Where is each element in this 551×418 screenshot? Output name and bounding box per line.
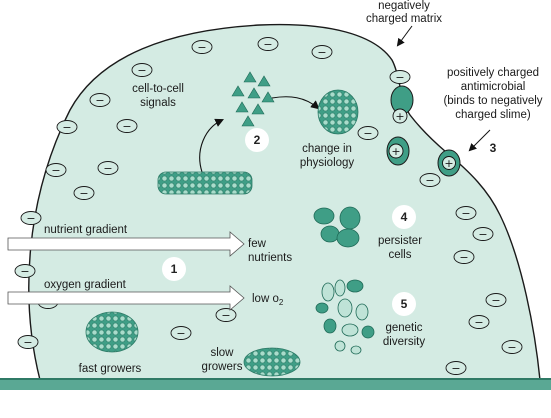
matrix-label-line1: negatively [378,0,430,12]
negative-charge-symbol: − [122,120,131,133]
negative-charge-symbol: − [395,71,404,84]
svg-text:4: 4 [401,210,408,224]
svg-text:+: + [395,110,404,123]
negative-charge-mark [311,45,333,59]
svg-text:low o2: low o2 [252,293,284,307]
negative-charge-mark [485,293,507,307]
negative-charge-symbol: − [363,127,372,140]
svg-text:+: + [444,157,453,170]
negative-charge-mark [17,335,39,349]
svg-text:2: 2 [254,133,261,147]
negative-charge-mark [257,37,279,51]
negative-charge-symbol: − [491,294,500,307]
persister-cells [313,206,361,248]
negative-charge-symbol: − [62,121,71,134]
negative-charge-symbol: − [20,265,29,278]
negative-charge-symbol: − [478,228,487,241]
negative-charge-mark [73,186,95,200]
negative-charge-mark [455,206,477,220]
negative-charge-mark [191,40,213,54]
matrix-label-line2: charged matrix [366,13,442,25]
negative-charge-mark [472,227,494,241]
negative-charge-mark [170,326,192,340]
svg-text:nutrients: nutrients [248,252,292,264]
svg-text:few: few [248,238,267,250]
matrix-pointer [396,25,413,47]
svg-text:3: 3 [490,141,497,155]
svg-text:1: 1 [171,262,178,276]
negative-charge-symbol: − [263,38,272,51]
negative-charge-mark [419,173,441,187]
signal-arrow [199,118,224,173]
colony-strip [157,171,253,195]
negative-charge-symbol: − [461,207,470,220]
negative-charge-mark [215,308,237,322]
physiology-arrow [271,96,320,110]
svg-text:oxygen gradient: oxygen gradient [44,279,127,291]
negative-charge-symbol: − [26,212,35,225]
negative-charge-symbol: − [197,41,206,54]
negative-charge-mark [501,340,523,354]
svg-text:genetic: genetic [385,322,422,334]
svg-text:physiology: physiology [300,157,355,169]
negative-charge-symbol: − [507,341,516,354]
svg-text:growers: growers [202,361,243,373]
negative-charge-mark [56,120,78,134]
negative-charge-symbol: − [23,336,32,349]
svg-text:cell-to-cell: cell-to-cell [132,83,184,95]
negative-charge-mark [45,163,67,177]
negative-charge-mark [445,361,467,375]
negative-charge-symbol: − [176,327,185,340]
negative-charge-symbol: − [451,362,460,375]
negative-charge-symbol: − [95,94,104,107]
svg-text:positively charged: positively charged [447,67,539,79]
svg-text:slow: slow [210,347,234,359]
svg-text:change in: change in [302,143,352,155]
fast-grower-colony [85,311,139,353]
negative-charge-symbol: − [459,251,468,264]
physiology-cluster [317,89,359,135]
negative-charge-mark [14,264,36,278]
svg-text:persister: persister [378,235,422,247]
svg-text:cells: cells [388,249,411,261]
oxygen-gradient-arrow [7,285,245,311]
negative-charge-mark [453,250,475,264]
nutrient-gradient-arrow [7,231,245,257]
svg-text:5: 5 [401,297,408,311]
genetic-diversity-cells [315,279,375,355]
negative-charge-symbol: − [103,162,112,175]
svg-text:fast growers: fast growers [79,363,142,375]
svg-text:+: + [391,145,400,158]
antimicrobial-pointer [468,129,491,152]
negative-charge-mark [20,211,42,225]
svg-text:nutrient gradient: nutrient gradient [44,224,128,236]
negative-charge-mark [116,119,138,133]
negative-charge-symbol: − [474,316,483,329]
svg-text:(binds to negatively: (binds to negatively [443,95,542,107]
negative-charge-mark [357,126,379,140]
negative-charge-symbol: − [221,309,230,322]
slow-grower-colony [243,347,301,377]
negative-charge-symbol: − [51,164,60,177]
negative-charge-symbol: − [79,187,88,200]
labels: negatively charged matrix positively cha… [44,0,543,375]
number-badges: 2 1 4 5 3 [162,128,497,316]
svg-text:diversity: diversity [383,336,425,348]
svg-text:signals: signals [140,97,176,109]
svg-text:antimicrobial: antimicrobial [461,81,526,93]
negative-charge-mark [89,93,111,107]
negative-charge-mark [468,315,490,329]
antimicrobial-positive-charges: + + + [388,108,456,170]
signal-molecules [231,71,275,127]
negative-charge-symbol: − [137,64,146,77]
negative-charge-mark [389,70,411,84]
negative-charge-mark [97,161,119,175]
svg-text:charged slime): charged slime) [455,109,531,121]
negative-charge-symbol: − [425,174,434,187]
negative-charge-symbol: − [317,46,326,59]
negative-charge-mark [131,63,153,77]
substrate-surface [0,378,551,390]
